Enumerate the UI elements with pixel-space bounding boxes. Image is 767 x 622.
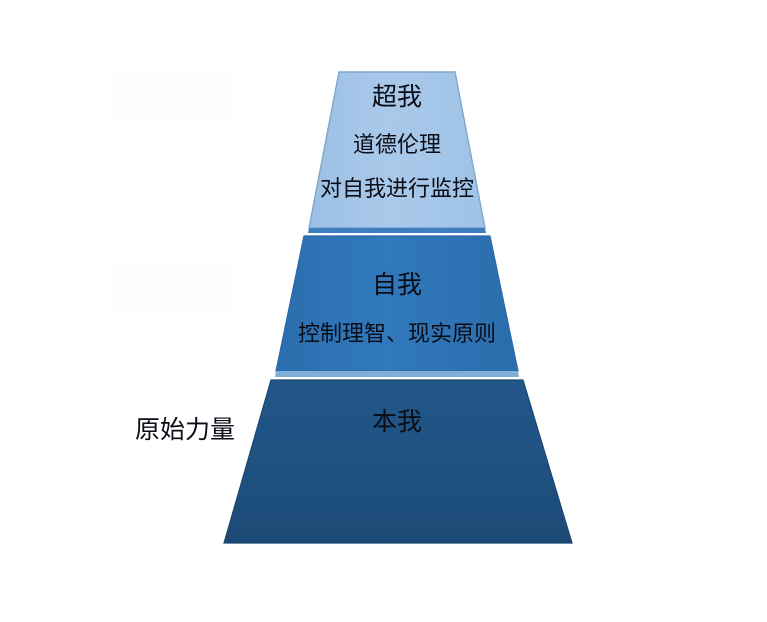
superego-tier-label-group: 超我 道德伦理 对自我进行监控: [279, 80, 515, 200]
id-title: 本我: [371, 409, 422, 436]
ego-tier-shadow: [275, 371, 519, 377]
superego-title: 超我: [371, 84, 422, 111]
ghost-placeholder-box-top: [112, 71, 230, 119]
superego-detail-2: 对自我进行监控: [319, 176, 474, 201]
ego-tier-label-group: 自我 控制理智、现实原则: [279, 270, 515, 345]
superego-detail-1: 道德伦理: [352, 132, 441, 157]
id-tier-label-group: 本我: [279, 410, 515, 435]
ego-detail-1: 控制理智、现实原则: [297, 321, 496, 346]
superego-tier-shadow: [308, 228, 486, 233]
id-tier-shape: [223, 379, 573, 544]
side-label-primal-force: 原始力量: [134, 417, 235, 444]
ghost-placeholder-box-middle: [112, 266, 230, 314]
ego-title: 自我: [371, 272, 422, 299]
